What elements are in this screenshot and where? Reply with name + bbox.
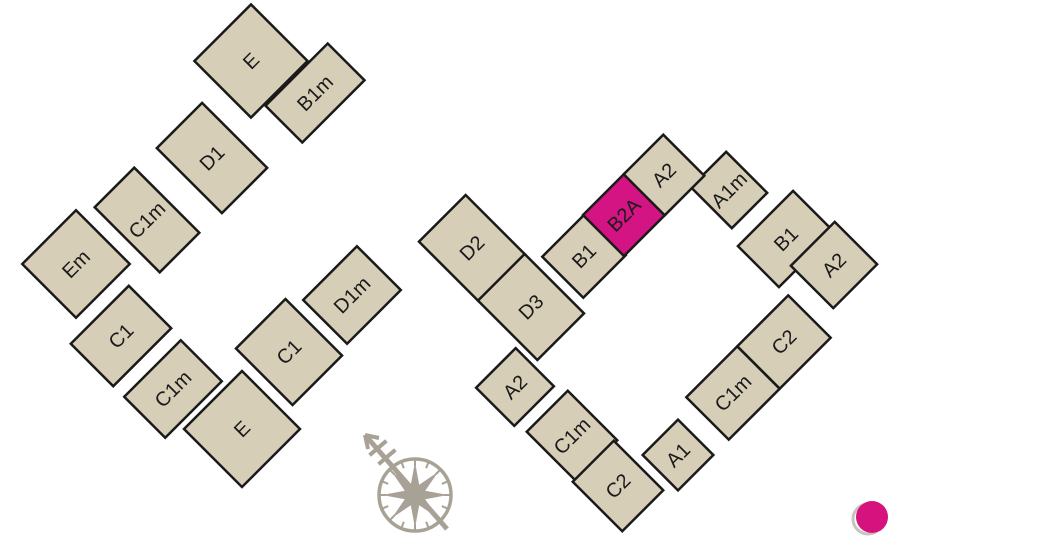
unit-shape[interactable] (122, 338, 224, 440)
unit-A2[interactable]: A2 (621, 132, 707, 218)
unit-shape[interactable] (640, 417, 716, 493)
unit-shape[interactable] (69, 284, 173, 388)
unit-Em[interactable]: Em (20, 208, 132, 320)
unit-A1[interactable]: A1 (640, 417, 716, 493)
unit-shape[interactable] (263, 41, 367, 145)
unit-C2[interactable]: C2 (735, 293, 833, 391)
unit-shape[interactable] (192, 2, 310, 120)
unit-E[interactable]: E (182, 369, 302, 489)
unit-shape[interactable] (301, 244, 403, 346)
unit-C1m[interactable]: C1m (122, 338, 224, 440)
unit-shape[interactable] (689, 150, 769, 230)
unit-shape[interactable] (476, 252, 586, 362)
unit-shape[interactable] (182, 369, 302, 489)
unit-B1[interactable]: B1 (736, 189, 836, 289)
unit-D1[interactable]: D1 (155, 101, 269, 215)
unit-C1[interactable]: C1 (69, 284, 173, 388)
unit-D1m[interactable]: D1m (301, 244, 403, 346)
unit-shape[interactable] (474, 346, 556, 428)
unit-shape[interactable] (20, 208, 132, 320)
unit-C2[interactable]: C2 (570, 438, 666, 534)
unit-shape[interactable] (735, 293, 833, 391)
unit-C1[interactable]: C1 (234, 297, 344, 407)
compass-north-icon (363, 433, 453, 533)
unit-A1m[interactable]: A1m (689, 150, 769, 230)
pink-dot-marker (856, 501, 888, 533)
unit-shape[interactable] (570, 438, 666, 534)
unit-shape[interactable] (92, 165, 202, 275)
unit-shape[interactable] (155, 101, 269, 215)
unit-A2[interactable]: A2 (474, 346, 556, 428)
unit-E[interactable]: E (192, 2, 310, 120)
unit-C1m[interactable]: C1m (92, 165, 202, 275)
unit-shape[interactable] (234, 297, 344, 407)
unit-A2[interactable]: A2 (789, 220, 879, 310)
unit-D3[interactable]: D3 (476, 252, 586, 362)
unit-C1m[interactable]: C1m (684, 344, 782, 442)
unit-shape[interactable] (789, 220, 879, 310)
unit-B1m[interactable]: B1m (263, 41, 367, 145)
unit-shape[interactable] (621, 132, 707, 218)
